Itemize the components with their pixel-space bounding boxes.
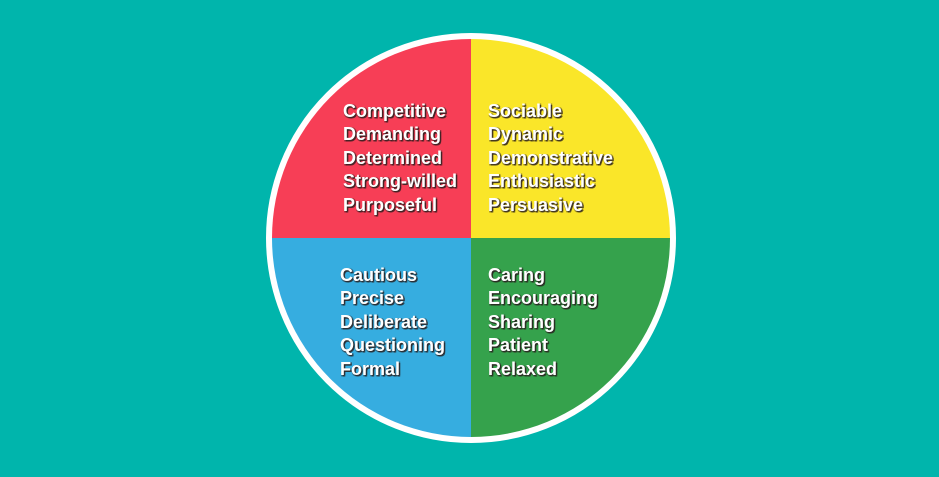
word-item: Deliberate: [340, 311, 428, 332]
word-item: Dynamic: [488, 124, 564, 145]
quadrant-steadiness[interactable]: Caring Encouraging Sharing Patient Relax…: [471, 238, 670, 437]
quadrant-grid: Competitive Demanding Determined Strong-…: [272, 39, 670, 437]
quadrant-dominance[interactable]: Competitive Demanding Determined Strong-…: [272, 39, 471, 238]
word-list-dominance: Competitive Demanding Determined Strong-…: [343, 100, 457, 217]
word-item: Sharing: [488, 311, 556, 332]
word-item: Strong-willed: [343, 171, 457, 192]
word-item: Persuasive: [488, 194, 584, 215]
quadrant-influence[interactable]: Sociable Dynamic Demonstrative Enthusias…: [471, 39, 670, 238]
word-item: Caring: [488, 265, 546, 285]
word-item: Enthusiastic: [488, 171, 596, 192]
word-item: Encouraging: [488, 288, 599, 309]
quadrant-compliance[interactable]: Cautious Precise Deliberate Questioning …: [272, 238, 471, 437]
word-item: Demonstrative: [488, 147, 614, 168]
word-item: Relaxed: [488, 358, 558, 379]
word-list-compliance: Cautious Precise Deliberate Questioning …: [340, 264, 445, 381]
word-item: Cautious: [340, 265, 418, 285]
word-item: Precise: [340, 288, 405, 309]
word-item: Competitive: [343, 101, 447, 121]
behaviour-wheel: Competitive Demanding Determined Strong-…: [266, 33, 676, 443]
word-item: Sociable: [488, 101, 563, 121]
word-item: Patient: [488, 335, 549, 356]
word-item: Questioning: [340, 335, 445, 356]
word-item: Determined: [343, 147, 443, 168]
word-list-influence: Sociable Dynamic Demonstrative Enthusias…: [488, 100, 613, 217]
word-item: Purposeful: [343, 194, 438, 215]
word-list-steadiness: Caring Encouraging Sharing Patient Relax…: [488, 264, 598, 381]
word-item: Demanding: [343, 124, 442, 145]
word-item: Formal: [340, 358, 401, 379]
